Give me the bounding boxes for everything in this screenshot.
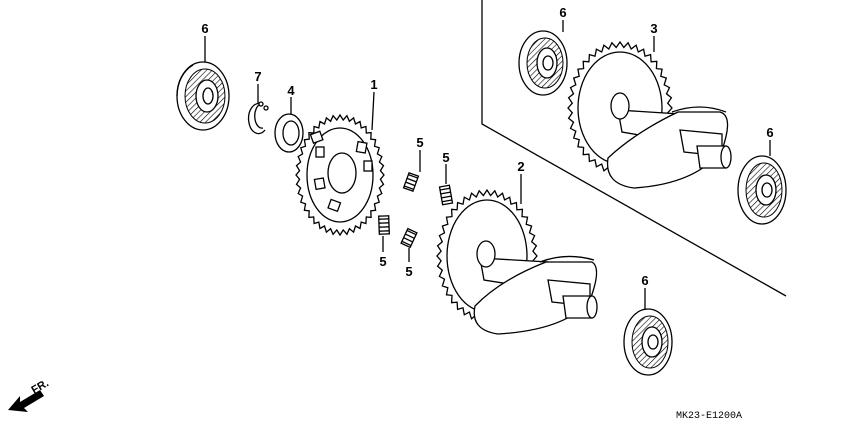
callout-2: 2 xyxy=(517,159,524,174)
callout-5-d: 5 xyxy=(405,264,412,279)
callout-3: 3 xyxy=(650,21,657,36)
bearing-6-bottom xyxy=(623,308,673,376)
callout-6-top: 6 xyxy=(559,5,566,20)
inset-panel-border xyxy=(481,0,787,297)
callout-6-bottom: 6 xyxy=(641,273,648,288)
callout-6-right: 6 xyxy=(766,125,773,140)
callout-5-c: 5 xyxy=(379,254,386,269)
balancer-shaft-3 xyxy=(567,40,732,189)
damper-spring-5-b xyxy=(438,184,454,206)
front-direction-label: FR. xyxy=(30,377,51,396)
front-direction-arrow-icon xyxy=(8,390,44,412)
balancer-driven-gear-1 xyxy=(295,113,385,237)
callout-6-left: 6 xyxy=(201,21,208,36)
damper-spring-5-d xyxy=(400,227,418,249)
balancer-shaft-2 xyxy=(436,188,598,335)
circlip-7 xyxy=(247,101,269,135)
washer-4 xyxy=(274,113,304,153)
callout-5-a: 5 xyxy=(416,135,423,150)
bearing-6-left xyxy=(176,61,230,131)
callout-5-b: 5 xyxy=(442,150,449,165)
callout-7: 7 xyxy=(254,69,261,84)
callout-4: 4 xyxy=(287,83,295,98)
damper-spring-5-c xyxy=(378,215,390,235)
callout-1: 1 xyxy=(370,77,377,92)
diagram-code: MK23-E1200A xyxy=(676,411,742,422)
leader-lines xyxy=(204,20,771,310)
bearing-6-top xyxy=(518,30,568,96)
bearing-6-right xyxy=(737,155,787,225)
damper-spring-5-a xyxy=(402,171,420,193)
